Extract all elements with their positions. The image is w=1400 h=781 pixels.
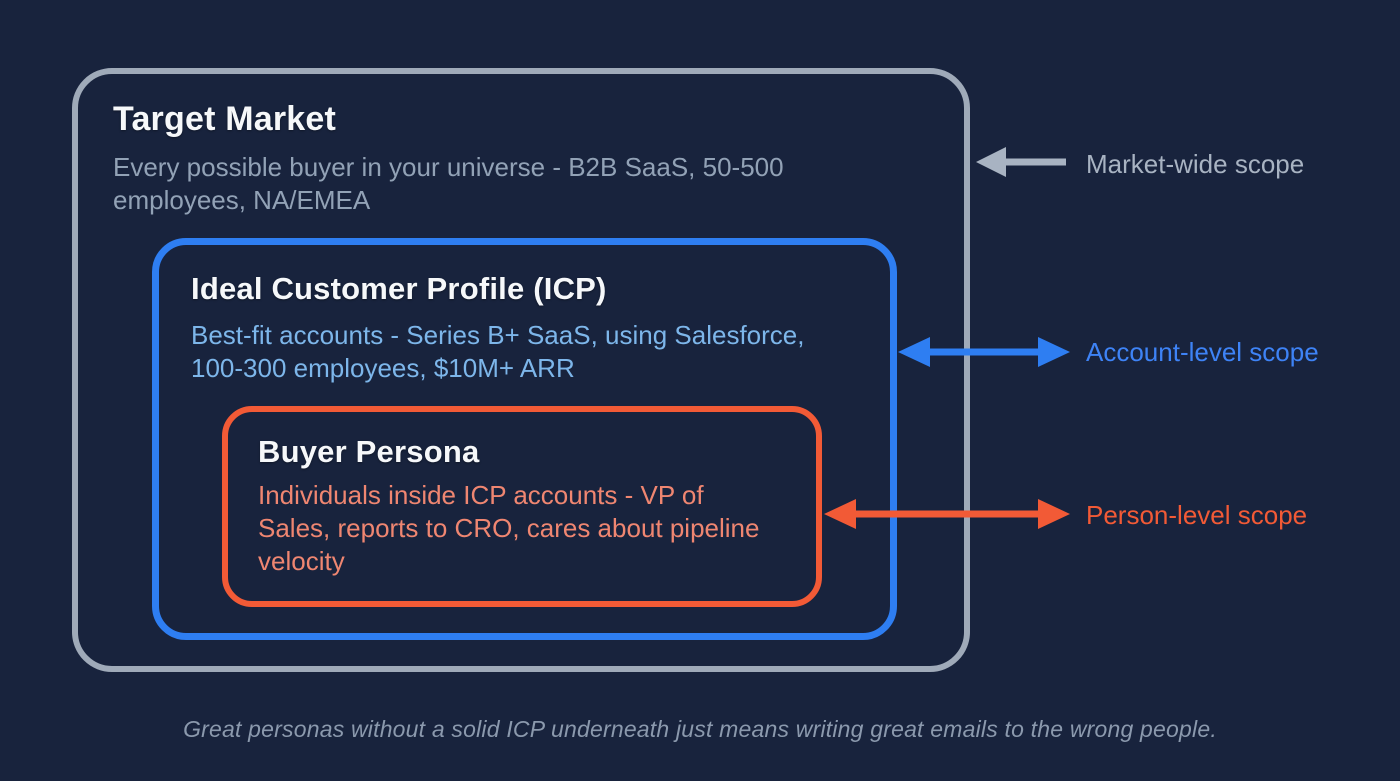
buyer-persona-description-line-1: Individuals inside ICP accounts - VP of <box>258 480 704 510</box>
account-arrowhead-right-icon <box>1038 337 1070 367</box>
buyer-persona-title: Buyer Persona <box>258 434 480 469</box>
icp-description-line-1: Best-fit accounts - Series B+ SaaS, usin… <box>191 320 805 350</box>
buyer-persona-description-line-2: Sales, reports to CRO, cares about pipel… <box>258 513 760 543</box>
person-level-scope-label: Person-level scope <box>1086 500 1308 530</box>
buyer-persona-description-line-3: velocity <box>258 546 345 576</box>
person-arrowhead-right-icon <box>1038 499 1070 529</box>
icp-title: Ideal Customer Profile (ICP) <box>191 271 607 306</box>
target-market-description-line-2: employees, NA/EMEA <box>113 185 371 215</box>
target-market-description: Every possible buyer in your universe - … <box>113 151 929 217</box>
buyer-persona-box: Buyer Persona Individuals inside ICP acc… <box>222 406 822 607</box>
target-market-description-line-1: Every possible buyer in your universe - … <box>113 152 784 182</box>
market-scope-arrow-icon <box>976 147 1066 177</box>
target-market-box: Target Market Every possible buyer in yo… <box>72 68 970 672</box>
account-level-scope-label: Account-level scope <box>1086 337 1319 367</box>
footer-caption: Great personas without a solid ICP under… <box>183 716 1217 742</box>
icp-description-line-2: 100-300 employees, $10M+ ARR <box>191 353 575 383</box>
icp-description: Best-fit accounts - Series B+ SaaS, usin… <box>191 319 858 385</box>
buyer-persona-description: Individuals inside ICP accounts - VP of … <box>258 479 786 578</box>
market-wide-scope-label: Market-wide scope <box>1086 149 1305 179</box>
market-arrowhead-left-icon <box>976 147 1006 177</box>
target-market-title: Target Market <box>113 100 337 138</box>
icp-box: Ideal Customer Profile (ICP) Best-fit ac… <box>152 238 897 640</box>
